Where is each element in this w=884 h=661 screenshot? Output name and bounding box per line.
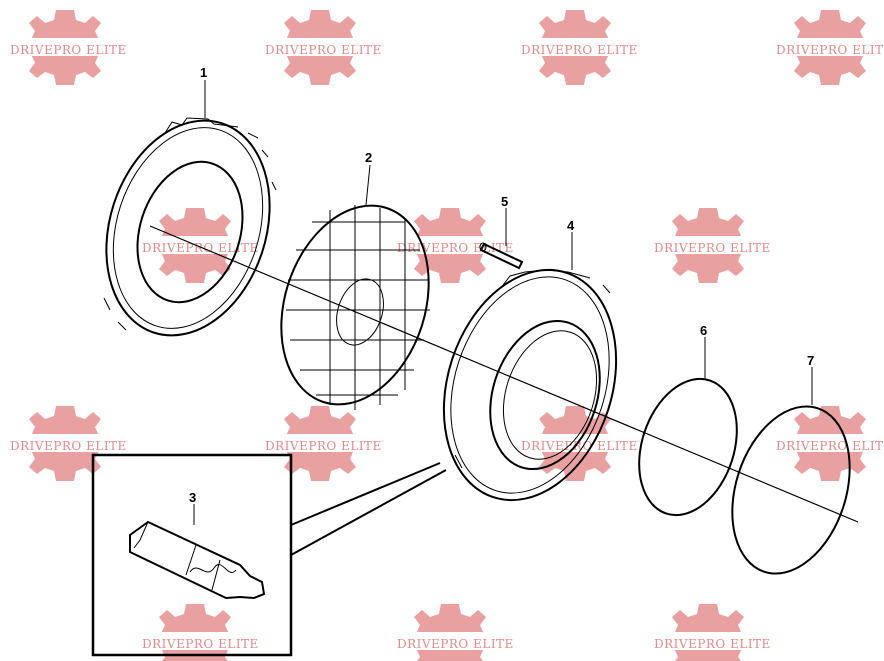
watermark-text: DRIVEPRO ELITE — [142, 241, 259, 255]
watermark-text: DRIVEPRO ELITE — [397, 637, 514, 651]
watermark-text: DRIVEPRO ELITE — [521, 43, 638, 57]
watermark-gear-icons — [7, 10, 884, 661]
part-5-pin — [479, 242, 524, 270]
watermark-text: DRIVEPRO ELITE — [654, 637, 771, 651]
assembly-axis-line — [149, 225, 859, 523]
watermark-text: DRIVEPRO ELITE — [521, 439, 638, 453]
callout-3: 3 — [189, 490, 196, 505]
callout-labels: 1 2 3 4 5 6 7 — [189, 65, 814, 505]
part-7-o-ring — [731, 405, 851, 575]
gear-icon — [392, 604, 508, 661]
watermark-text: DRIVEPRO ELITE — [10, 43, 127, 57]
callout-7: 7 — [807, 353, 814, 368]
callout-6: 6 — [700, 323, 707, 338]
watermark-texts: DRIVEPRO ELITE DRIVEPRO ELITE DRIVEPRO E… — [10, 43, 884, 651]
callout-1: 1 — [200, 65, 207, 80]
watermark-text: DRIVEPRO ELITE — [776, 439, 884, 453]
part-6-o-ring — [638, 377, 738, 517]
watermark-text: DRIVEPRO ELITE — [265, 43, 382, 57]
callout-5: 5 — [501, 194, 508, 209]
part-1-plate — [103, 117, 277, 337]
callout-2: 2 — [365, 150, 372, 165]
watermark-text: DRIVEPRO ELITE — [10, 439, 127, 453]
detail-inset — [91, 453, 447, 657]
watermark-text: DRIVEPRO ELITE — [142, 637, 259, 651]
callout-4: 4 — [567, 218, 575, 233]
part-4-piston — [442, 268, 618, 502]
leader-lines — [193, 80, 813, 525]
watermark-text: DRIVEPRO ELITE — [654, 241, 771, 255]
gear-icon — [650, 604, 766, 661]
part-3-check-valve — [129, 520, 266, 600]
watermark-text: DRIVEPRO ELITE — [397, 241, 514, 255]
watermark-text: DRIVEPRO ELITE — [776, 43, 884, 57]
watermark-text: DRIVEPRO ELITE — [265, 439, 382, 453]
part-2-friction-disc — [280, 204, 430, 410]
gear-icon — [137, 604, 253, 661]
